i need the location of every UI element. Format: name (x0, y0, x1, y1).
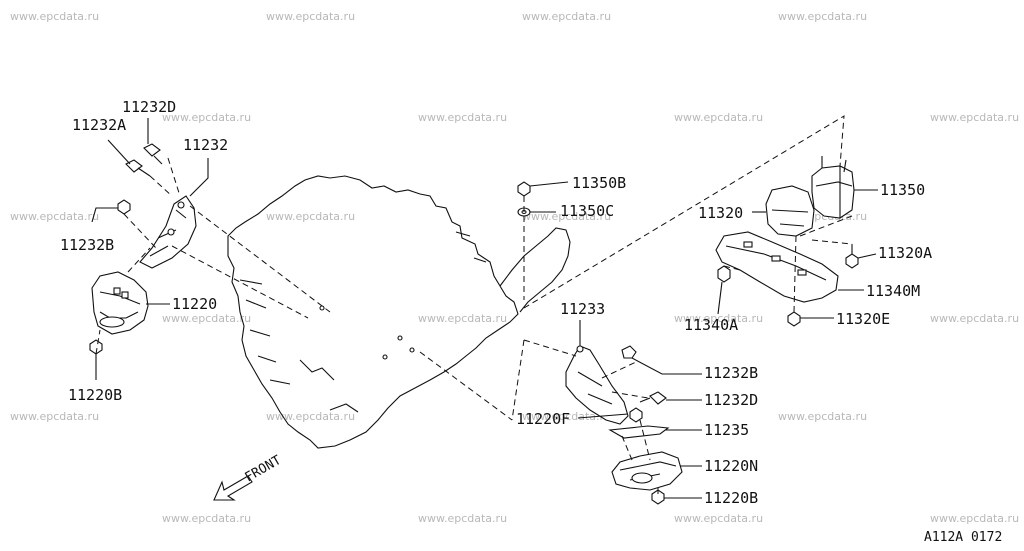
watermark-text: www.epcdata.ru (674, 512, 763, 525)
watermark-text: www.epcdata.ru (930, 312, 1019, 325)
part-label-11232D[interactable]: 11232D (122, 98, 176, 116)
watermark-text: www.epcdata.ru (930, 111, 1019, 124)
part-label-11232[interactable]: 11232 (183, 136, 228, 154)
watermark-text: www.epcdata.ru (778, 10, 867, 23)
part-label-11350[interactable]: 11350 (880, 181, 925, 199)
part-label-11235[interactable]: 11235 (704, 421, 749, 439)
right-engine-mount (611, 451, 683, 491)
watermark-text: www.epcdata.ru (930, 512, 1019, 525)
part-label-11233[interactable]: 11233 (560, 300, 605, 318)
dashed-guide-lines (95, 115, 853, 494)
leader-lines (91, 118, 878, 499)
part-label-11220F[interactable]: 11220F (516, 410, 570, 428)
part-label-11220[interactable]: 11220 (172, 295, 217, 313)
watermark-text: www.epcdata.ru (522, 10, 611, 23)
watermark-text: www.epcdata.ru (162, 512, 251, 525)
part-label-11220B[interactable]: 11220B (68, 386, 122, 404)
part-label-11232B-right[interactable]: 11232B (704, 364, 758, 382)
watermark-text: www.epcdata.ru (418, 512, 507, 525)
part-label-11232D-right[interactable]: 11232D (704, 391, 758, 409)
front-arrow-icon (213, 475, 253, 501)
watermark-text: www.epcdata.ru (522, 210, 611, 223)
left-mount-bracket (139, 195, 197, 269)
rear-crossmember (715, 231, 839, 303)
right-mount-bracket (565, 345, 629, 425)
nut-11232B-left (117, 199, 131, 215)
part-label-11340M[interactable]: 11340M (866, 282, 920, 300)
nut-11350B (517, 181, 531, 197)
part-label-11232B[interactable]: 11232B (60, 236, 114, 254)
watermarks: www.epcdata.ru www.epcdata.ru www.epcdat… (10, 10, 1019, 525)
front-label: FRONT (243, 453, 285, 486)
part-label-11340A[interactable]: 11340A (684, 316, 738, 334)
part-labels: 11232D 11232A 11232 11232B 11220 11220B … (60, 98, 932, 507)
engine-detail (239, 231, 487, 385)
part-label-11232A[interactable]: 11232A (72, 116, 126, 134)
part-label-11220N[interactable]: 11220N (704, 457, 758, 475)
diagram-code: A112A 0172 (924, 530, 1002, 545)
watermark-text: www.epcdata.ru (10, 10, 99, 23)
transmission-housing (499, 227, 571, 313)
engine-hole (397, 335, 403, 341)
part-label-11350C[interactable]: 11350C (560, 202, 614, 220)
engine-hole (319, 305, 325, 311)
bolt-11232D-right (639, 391, 667, 405)
watermark-text: www.epcdata.ru (522, 410, 611, 423)
watermark-text: www.epcdata.ru (266, 410, 355, 423)
front-direction-arrow: FRONT (213, 453, 285, 501)
nut-11220B-left (89, 339, 103, 355)
watermark-text: www.epcdata.ru (674, 312, 763, 325)
watermark-text: www.epcdata.ru (10, 210, 99, 223)
engine-hole (409, 347, 415, 353)
rear-mount-insulator (811, 156, 855, 219)
rear-mount-bracket (765, 185, 815, 237)
nut-11232B-right (621, 345, 637, 359)
watermark-text: www.epcdata.ru (10, 410, 99, 423)
watermark-text: www.epcdata.ru (266, 210, 355, 223)
plate-11235 (608, 425, 670, 439)
watermark-text: www.epcdata.ru (674, 111, 763, 124)
engine-outline (227, 175, 519, 449)
watermark-text: www.epcdata.ru (418, 111, 507, 124)
bolt-11320A (845, 244, 859, 269)
bolt-11232D-left (143, 143, 163, 165)
nut-11220F (629, 407, 643, 423)
bolt-11232A (125, 159, 151, 177)
watermark-text: www.epcdata.ru (266, 10, 355, 23)
watermark-text: www.epcdata.ru (162, 111, 251, 124)
part-label-11350B[interactable]: 11350B (572, 174, 626, 192)
part-label-11320E[interactable]: 11320E (836, 310, 890, 328)
part-label-11320[interactable]: 11320 (698, 204, 743, 222)
engine-hole (382, 354, 388, 360)
watermark-text: www.epcdata.ru (418, 312, 507, 325)
watermark-text: www.epcdata.ru (162, 312, 251, 325)
left-engine-mount (91, 271, 149, 335)
nut-11320E (787, 311, 801, 327)
part-label-11320A[interactable]: 11320A (878, 244, 932, 262)
part-label-11220B-right[interactable]: 11220B (704, 489, 758, 507)
bolt-11340A (717, 265, 731, 283)
engine-detail (299, 359, 359, 413)
watermark-text: www.epcdata.ru (778, 410, 867, 423)
